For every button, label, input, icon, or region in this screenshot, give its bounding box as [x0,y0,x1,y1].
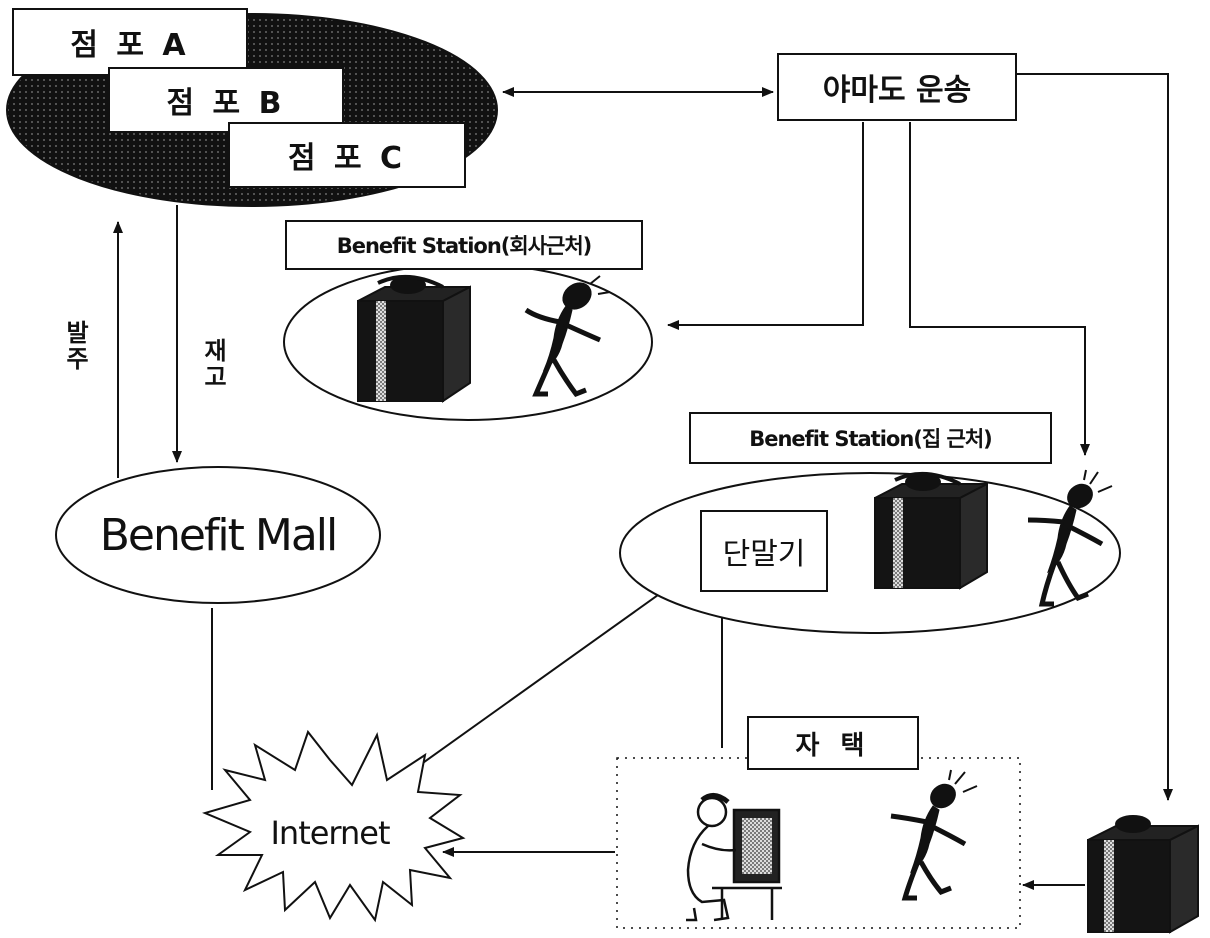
residence-label: 자 택 [796,725,871,762]
residence-box: 자 택 [747,716,919,770]
benefit-mall-label: Benefit Mall [100,510,337,561]
company-station-box: Benefit Station(회사근처) [285,220,643,270]
stick-figure-person-icon [891,770,977,898]
internet-text: Internet [255,805,405,861]
carrier-box: 야마도 운송 [777,53,1017,121]
store-a-box: 점 포 A [12,8,248,76]
terminal-label: 단말기 [723,529,806,573]
inventory-label: 재고 [196,338,231,390]
order-label: 발주 [58,320,93,372]
package-box-icon [1088,815,1198,932]
store-a-label: 점 포 A [70,20,189,64]
computer-user-icon [686,795,782,920]
carrier-label: 야마도 운송 [823,65,971,109]
terminal-box: 단말기 [700,510,828,592]
internet-label: Internet [270,814,389,852]
package-box-icon [875,473,987,588]
company-station-label: Benefit Station(회사근처) [337,230,592,260]
store-c-box: 점 포 C [228,122,466,188]
carrier-home-arrow [910,122,1085,455]
benefit-mall-text: Benefit Mall [56,490,380,580]
package-box-icon [358,276,470,401]
home-station-oval [620,473,1120,633]
store-b-label: 점 포 B [167,78,286,122]
store-c-label: 점 포 C [288,133,406,177]
carrier-company-arrow [668,122,863,325]
home-station-box: Benefit Station(집 근처) [689,412,1052,464]
home-station-label: Benefit Station(집 근처) [749,423,992,453]
